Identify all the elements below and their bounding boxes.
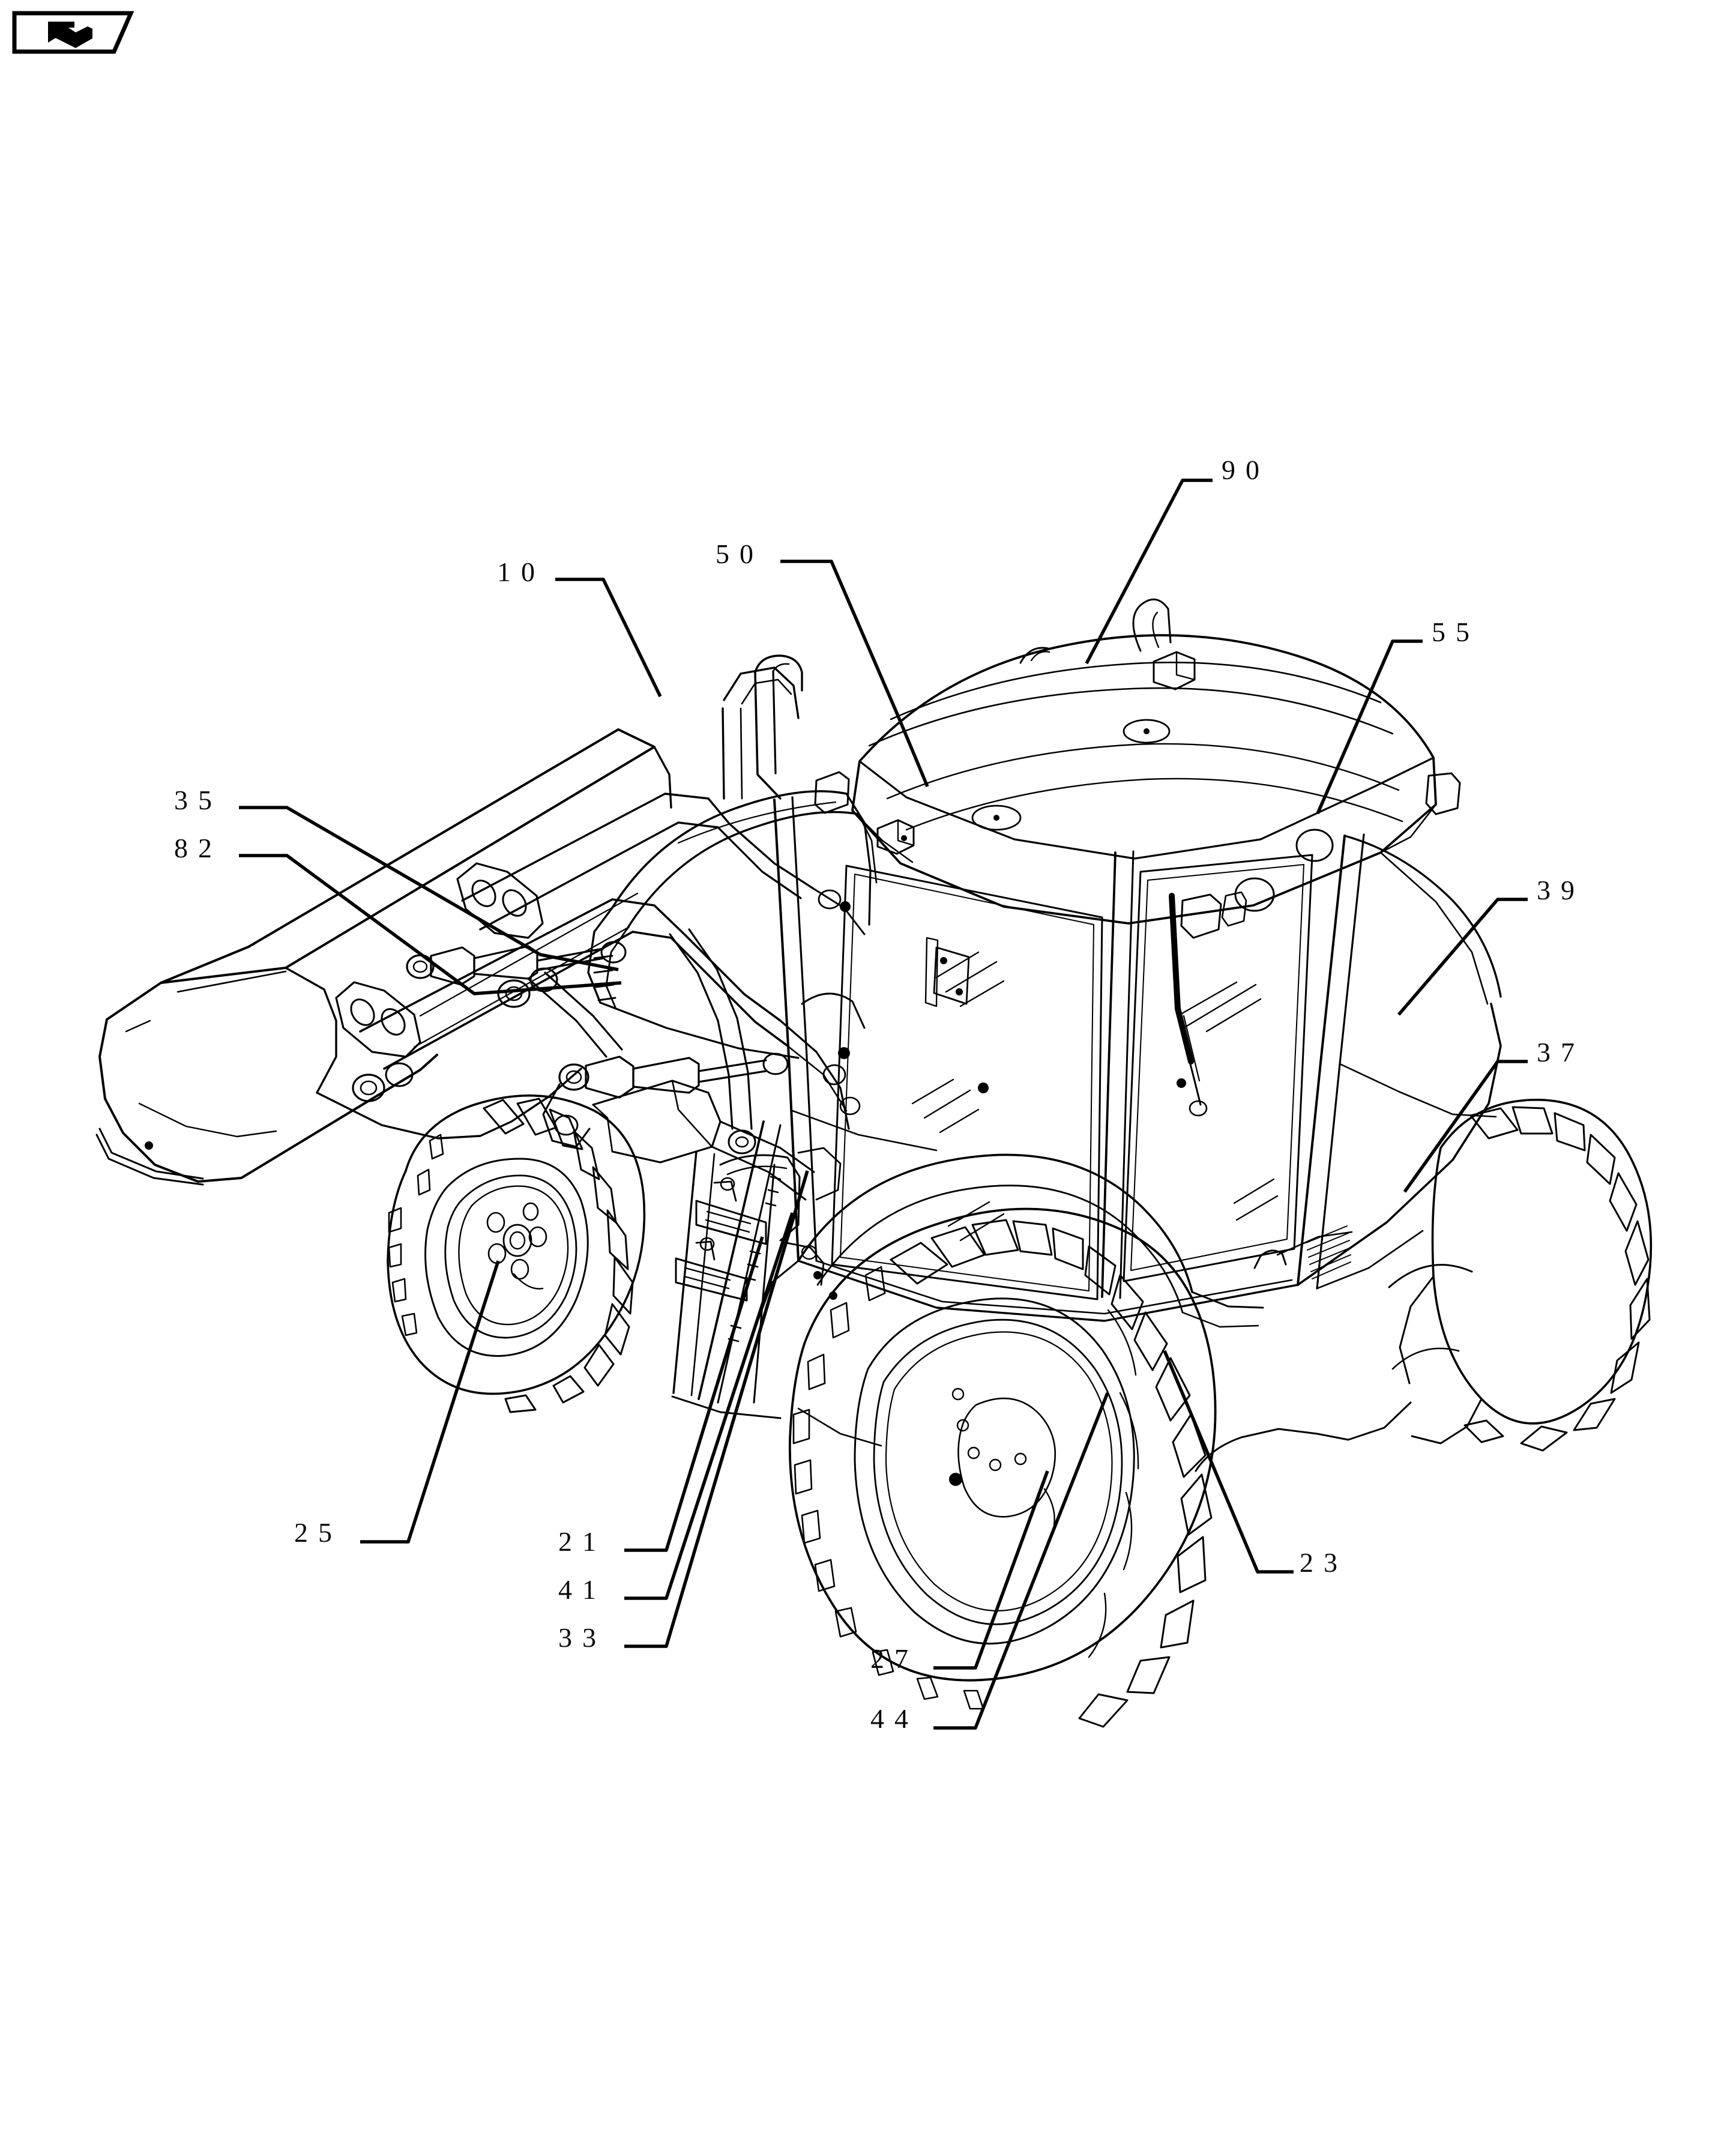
cab-rear-window xyxy=(1123,854,1313,1282)
loader-arm-assembly xyxy=(359,793,815,1070)
loader-bucket-icon xyxy=(48,22,92,48)
rear-body-panel xyxy=(1297,835,1502,1290)
callout-label-39: 39 xyxy=(1537,875,1585,905)
callout-label-55: 55 xyxy=(1432,617,1480,647)
callout-label-23: 23 xyxy=(1300,1547,1348,1578)
rear-fender-near xyxy=(797,1153,1264,1328)
rear-wheel-near xyxy=(788,1207,1217,1728)
mirror-arm xyxy=(722,666,800,800)
callout-label-33: 33 xyxy=(558,1622,606,1653)
cab-roof xyxy=(851,634,1437,925)
callout-label-37: 37 xyxy=(1537,1037,1585,1067)
rear-wheel-far xyxy=(1195,1099,1653,1472)
callout-leaders xyxy=(239,479,1528,1730)
front-wheel xyxy=(387,1094,646,1413)
engine-hood xyxy=(587,790,878,1059)
loader-tower xyxy=(779,887,866,1130)
callout-label-21: 21 xyxy=(558,1526,606,1557)
callout-label-82: 82 xyxy=(174,833,222,863)
cab-frame xyxy=(754,654,1365,1322)
loader-bucket xyxy=(95,728,672,1186)
front-axle-frame xyxy=(592,1080,815,1201)
bucket-mount-lugs xyxy=(335,862,558,1102)
callout-label-41: 41 xyxy=(558,1574,606,1605)
callout-label-35: 35 xyxy=(174,785,222,815)
access-steps xyxy=(671,1120,842,1419)
rear-lower-structure xyxy=(758,1260,882,1447)
roof-work-light-right xyxy=(1132,599,1196,690)
roof-handle xyxy=(1019,647,1050,664)
loader-bucket-badge xyxy=(12,11,134,54)
callout-label-50: 50 xyxy=(716,539,764,569)
callout-label-25: 25 xyxy=(294,1517,342,1548)
callout-label-27: 27 xyxy=(870,1643,918,1674)
cab-rear-louvres xyxy=(1253,1225,1353,1279)
cab-door-window xyxy=(831,865,1103,1300)
callout-label-90: 90 xyxy=(1222,454,1270,485)
callout-label-44: 44 xyxy=(870,1703,918,1734)
cab-corner-brackets xyxy=(814,771,1461,939)
loader-linkage xyxy=(527,928,756,1155)
roof-work-light-left xyxy=(876,819,915,855)
callout-label-10: 10 xyxy=(497,557,545,587)
